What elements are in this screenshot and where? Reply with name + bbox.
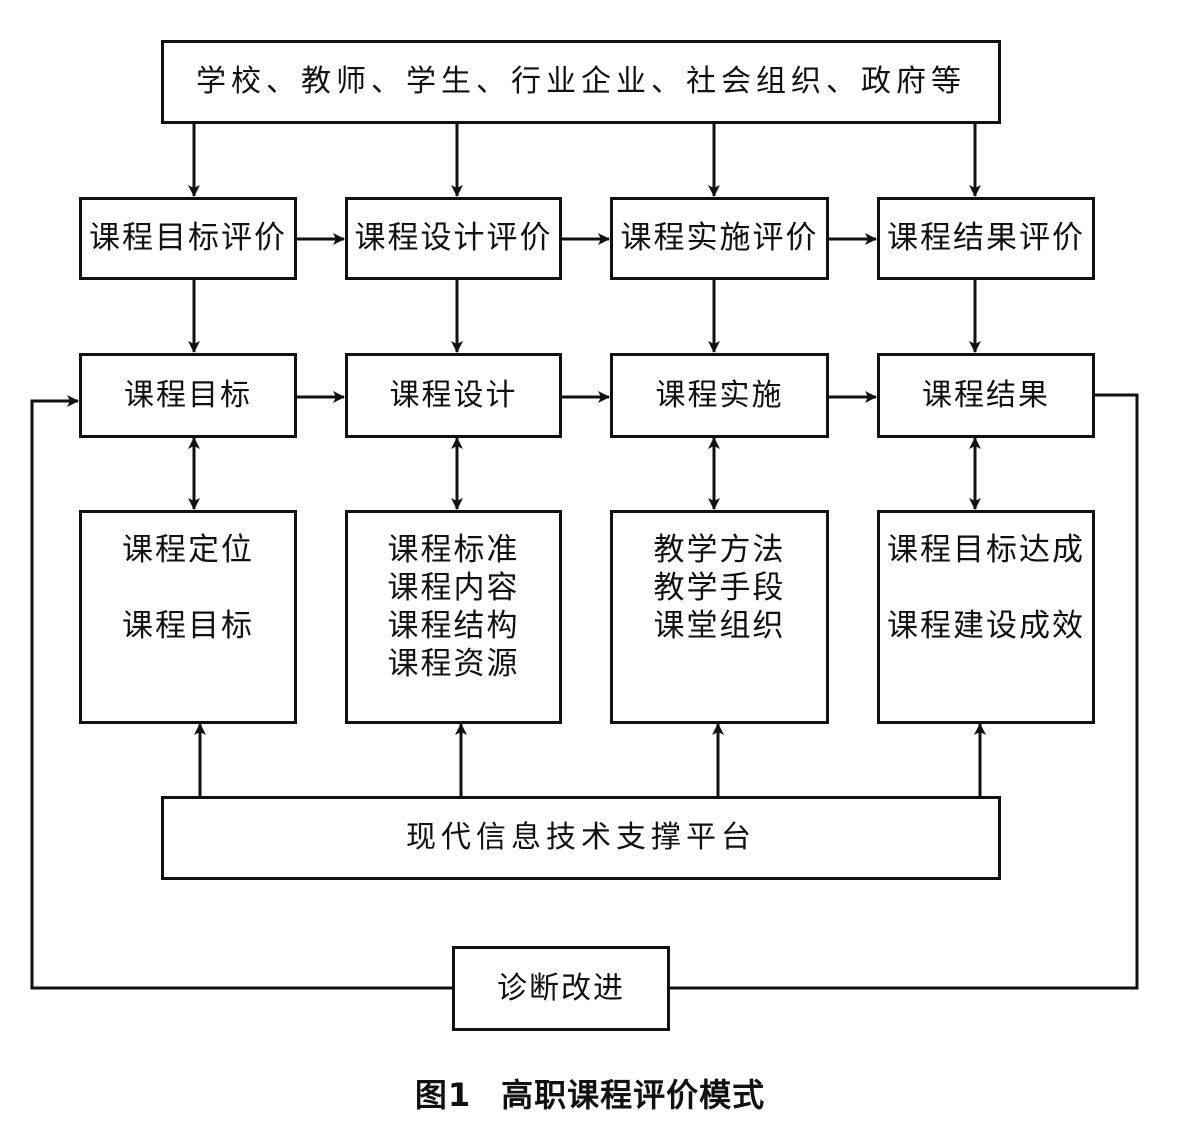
stage-box-3: 课程实施 xyxy=(610,353,829,438)
feedback-line-results-to-improve xyxy=(669,393,1139,990)
figure-caption: 图1 高职课程评价模式 xyxy=(0,1070,1180,1116)
detail-item: 课程目标 xyxy=(122,608,254,644)
eval-label-3: 课程实施评价 xyxy=(620,220,819,256)
detail-box-2: 课程标准 课程内容 课程结构 课程资源 xyxy=(345,510,562,724)
figure-title: 高职课程评价模式 xyxy=(501,1076,766,1114)
stakeholders-label: 学校、教师、学生、行业企业、社会组织、政府等 xyxy=(196,64,966,99)
stage-box-1: 课程目标 xyxy=(79,353,297,438)
detail-box-1: 课程定位 课程目标 xyxy=(79,510,297,724)
stage-label-2: 课程设计 xyxy=(389,377,518,413)
detail-item: 课程建设成效 xyxy=(887,608,1085,644)
detail-box-3: 教学方法 教学手段 课堂组织 xyxy=(610,510,829,724)
figure-number: 图1 xyxy=(414,1076,472,1114)
detail-item: 课程结构 xyxy=(387,608,520,644)
detail-item: 教学手段 xyxy=(653,570,786,606)
eval-label-2: 课程设计评价 xyxy=(354,220,553,256)
detail-item: 课程标准 xyxy=(387,532,520,568)
stage-box-2: 课程设计 xyxy=(345,353,562,438)
feedback-arrow-improve-to-goal xyxy=(30,395,453,990)
detail-item: 课程定位 xyxy=(122,532,254,568)
eval-box-4: 课程结果评价 xyxy=(877,197,1095,280)
detail-item: 课程内容 xyxy=(387,570,520,606)
eval-label-4: 课程结果评价 xyxy=(887,220,1085,256)
stage-label-1: 课程目标 xyxy=(124,377,252,413)
detail-item: 课程资源 xyxy=(387,646,520,682)
stage-label-4: 课程结果 xyxy=(922,377,1050,413)
stakeholders-box: 学校、教师、学生、行业企业、社会组织、政府等 xyxy=(161,40,1001,124)
detail-box-4: 课程目标达成 课程建设成效 xyxy=(877,510,1095,724)
detail-item: 课程目标达成 xyxy=(887,532,1085,568)
platform-box: 现代信息技术支撑平台 xyxy=(161,796,1001,880)
platform-label: 现代信息技术支撑平台 xyxy=(406,820,756,855)
eval-box-3: 课程实施评价 xyxy=(610,197,829,280)
stage-box-4: 课程结果 xyxy=(877,353,1095,438)
improve-box: 诊断改进 xyxy=(452,946,670,1031)
improve-label: 诊断改进 xyxy=(497,970,625,1006)
eval-box-2: 课程设计评价 xyxy=(345,197,562,280)
detail-item: 教学方法 xyxy=(653,532,786,568)
detail-item: 课堂组织 xyxy=(653,608,786,644)
stage-label-3: 课程实施 xyxy=(655,377,784,413)
eval-label-1: 课程目标评价 xyxy=(89,220,287,256)
eval-box-1: 课程目标评价 xyxy=(79,197,297,280)
